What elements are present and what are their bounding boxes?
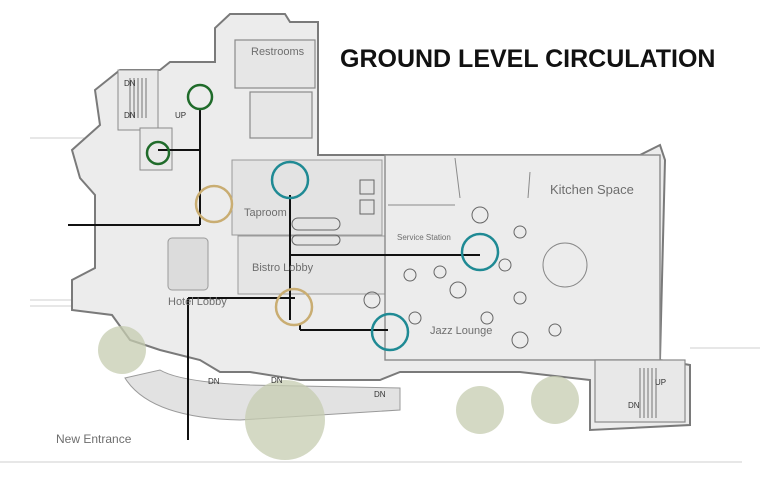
label-taproom: Taproom (244, 207, 287, 219)
stair-label-up1: UP (175, 111, 186, 120)
stair-label-up2: UP (655, 378, 666, 387)
stair-label-dn5: DN (374, 390, 386, 399)
label-jazz-lounge: Jazz Lounge (430, 325, 492, 337)
stair-label-dn6: DN (628, 401, 640, 410)
label-bistro-lobby: Bistro Lobby (252, 262, 314, 274)
landscape-trees (98, 326, 579, 460)
stair-label-dn1: DN (124, 79, 136, 88)
stair-label-dn2: DN (124, 111, 136, 120)
diagram-title: GROUND LEVEL CIRCULATION (340, 45, 715, 73)
node-green-lower (145, 140, 171, 166)
node-teal-service (460, 232, 500, 272)
node-teal-taproom (270, 160, 310, 200)
node-tan-bistro (274, 287, 314, 327)
label-service-station: Service Station (397, 233, 451, 242)
circulation-nodes (145, 83, 500, 352)
node-teal-jazz (370, 312, 410, 352)
furniture (291, 179, 588, 349)
stair-label-dn4: DN (271, 376, 283, 385)
label-hotel-lobby: Hotel Lobby (168, 296, 227, 308)
stair-label-dn3: DN (208, 377, 220, 386)
building-footprint (70, 13, 691, 432)
label-kitchen-space: Kitchen Space (550, 182, 634, 197)
label-restrooms: Restrooms (251, 46, 305, 58)
node-green-upper (186, 83, 214, 111)
node-tan-hotel (194, 184, 234, 224)
label-new-entrance: New Entrance (56, 432, 132, 446)
